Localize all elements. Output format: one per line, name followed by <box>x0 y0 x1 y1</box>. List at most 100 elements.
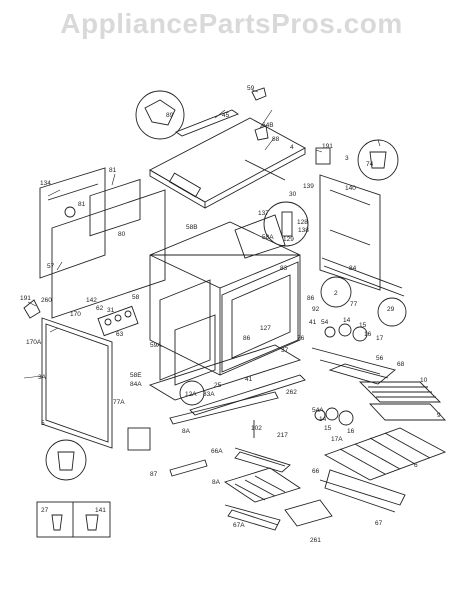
callout-label: 137 <box>258 210 269 217</box>
callout-label: 191 <box>322 143 333 150</box>
detail-circle-29 <box>377 297 407 327</box>
callout-label: 30 <box>289 191 297 198</box>
callout-label: 14 <box>343 317 351 324</box>
element-67A <box>224 504 281 531</box>
callout-label: 81 <box>78 201 86 208</box>
callout-label: 54 <box>321 319 329 326</box>
callout-label: 16 <box>364 331 372 338</box>
rail-262 <box>189 374 306 416</box>
callout-label: 84 <box>349 265 357 272</box>
callout-label: 83 <box>280 265 288 272</box>
detail-circle-12A <box>179 380 205 406</box>
top-panel-edge <box>149 169 206 209</box>
callout-label: 3 <box>345 155 349 162</box>
detail-circle-128 <box>263 201 309 247</box>
side-panel-134 <box>39 167 106 279</box>
bracket-191 <box>315 147 331 165</box>
callout-label: 77A <box>113 399 125 406</box>
callout-label: 59A <box>150 342 162 349</box>
callout-label: 56 <box>376 355 384 362</box>
callout-label: 86 <box>243 335 251 342</box>
callout-label: 67A <box>233 522 245 529</box>
callout-label: 141 <box>95 507 106 514</box>
broil-pan-10 <box>358 381 442 403</box>
callout-label: 29 <box>387 306 395 313</box>
callout-label: 134 <box>40 180 51 187</box>
callout-label: 15 <box>324 425 332 432</box>
back-panel-57 <box>51 189 166 319</box>
callout-label: 67 <box>375 520 383 527</box>
part-64B <box>254 125 269 141</box>
control-bracket-62 <box>97 305 139 337</box>
callout-label: 128 <box>297 219 308 226</box>
callout-label: 142 <box>86 297 97 304</box>
drip-pan-261 <box>284 499 333 527</box>
callout-label: 68 <box>397 361 405 368</box>
side-panel-140 <box>319 174 381 291</box>
callout-label: 17 <box>376 335 384 342</box>
kick-plate <box>148 344 302 401</box>
callout-label: 191 <box>20 295 31 302</box>
inset-box <box>36 501 111 538</box>
oven-rack-8A <box>223 467 302 503</box>
element-66A <box>234 447 291 473</box>
bake-element-67 <box>319 469 406 513</box>
callout-label: 217 <box>277 432 288 439</box>
callout-label: 25 <box>214 382 222 389</box>
callout-label: 77 <box>350 301 358 308</box>
broil-element-56 <box>311 347 396 385</box>
callout-label: 102 <box>251 425 262 432</box>
callout-label: 83A <box>203 391 215 398</box>
callout-label: 5 <box>41 420 45 427</box>
oven-front-frame <box>221 261 299 373</box>
watermark-logo: AppliancePartsPros.com <box>60 8 403 39</box>
callout-label: 129 <box>283 236 294 243</box>
bar-8A <box>169 391 279 425</box>
callout-label: 16 <box>347 428 355 435</box>
callout-label: 2 <box>334 290 338 297</box>
callout-label: 76 <box>297 335 305 342</box>
callout-label: 8A <box>182 428 191 435</box>
callout-label: 9 <box>437 412 441 419</box>
callout-label: 74 <box>366 161 374 168</box>
callout-label: 58 <box>132 294 140 301</box>
callout-label: 12A <box>185 391 197 398</box>
callout-label: 80 <box>118 231 126 238</box>
callout-label: 81 <box>109 167 117 174</box>
callout-label: 62 <box>96 305 104 312</box>
callout-label: 64B <box>262 122 274 129</box>
callout-label: 66 <box>312 468 320 475</box>
callout-label: 86 <box>307 295 315 302</box>
detail-circle-89 <box>135 90 185 140</box>
oven-liner <box>159 279 211 381</box>
callout-label: 45 <box>222 112 230 119</box>
callout-label: 262 <box>286 389 297 396</box>
broil-pan-9 <box>368 403 447 421</box>
callout-label: 58B <box>186 224 198 231</box>
callout-label: 140 <box>345 185 356 192</box>
callout-label: 88 <box>272 136 280 143</box>
callout-label: 57 <box>47 263 55 270</box>
oven-rack-6 <box>323 427 447 481</box>
callout-label: 14 <box>319 416 327 423</box>
callout-label: 3A <box>38 374 47 381</box>
callout-label: 31 <box>107 307 115 314</box>
callout-label: 170A <box>26 339 42 346</box>
bracket-260 <box>23 299 41 319</box>
callout-label: 58A <box>262 234 274 241</box>
callout-label: 58E <box>130 372 142 379</box>
callout-label: 41 <box>245 376 253 383</box>
callout-label: 84A <box>130 381 142 388</box>
callout-label: 87 <box>150 471 158 478</box>
element-58A <box>234 214 286 259</box>
callout-label: 59 <box>247 85 255 92</box>
callout-label: 54A <box>312 407 324 414</box>
callout-label: 17A <box>331 436 343 443</box>
callout-label: 6 <box>414 462 418 469</box>
callout-label: 41 <box>309 319 317 326</box>
callout-label: 89 <box>166 112 174 119</box>
callout-label: 37 <box>281 347 289 354</box>
callout-label: 139 <box>303 183 314 190</box>
